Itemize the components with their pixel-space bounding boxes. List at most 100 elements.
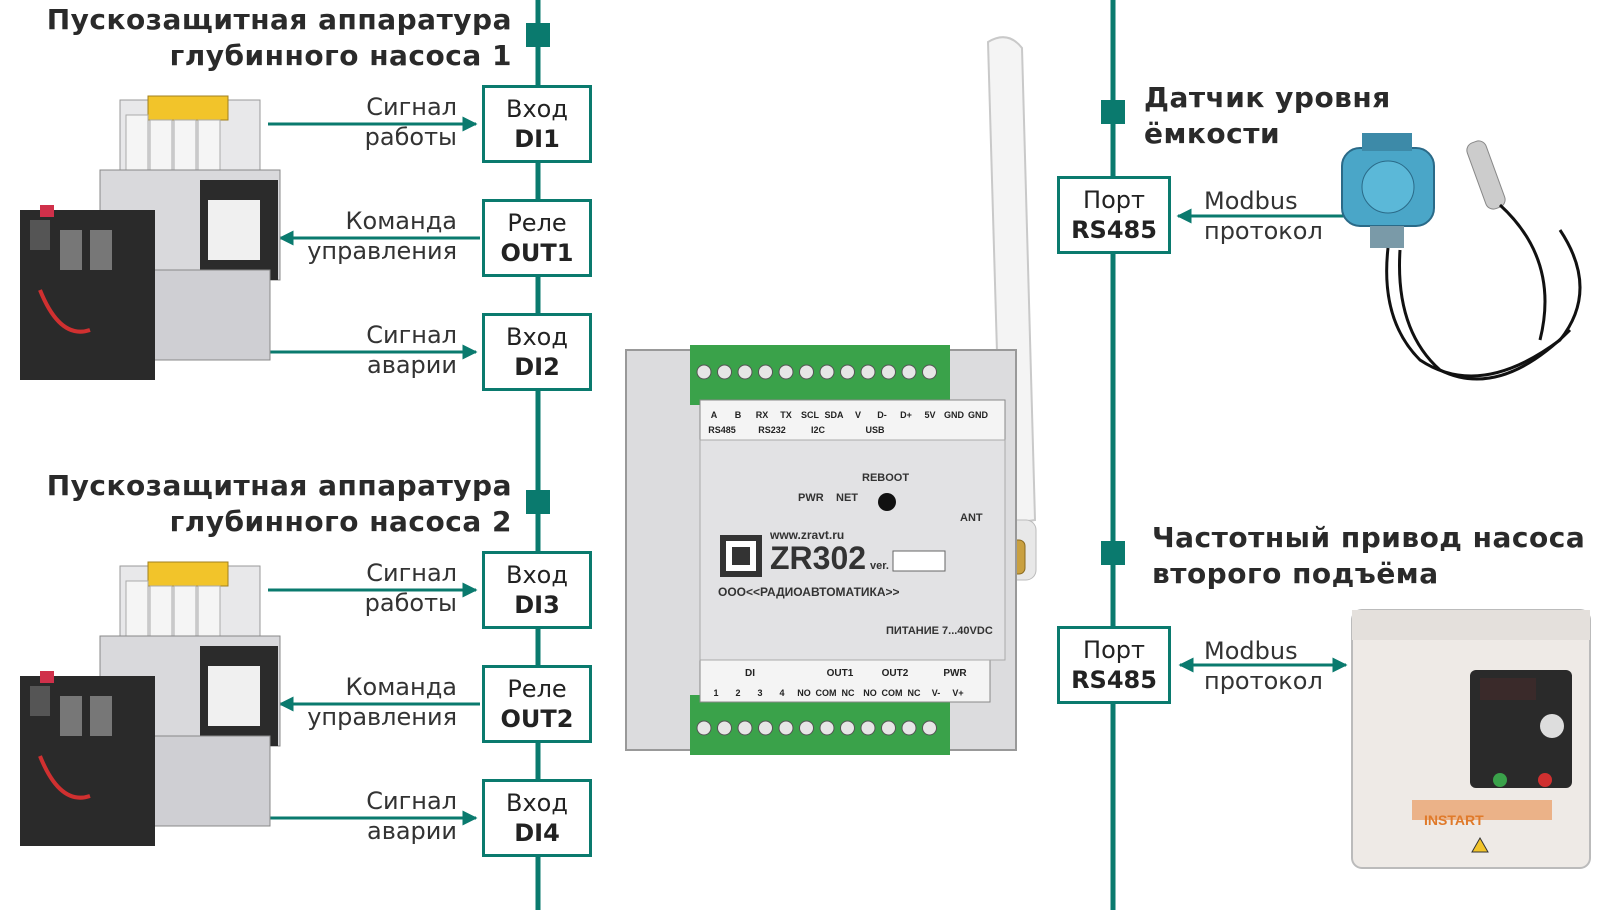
terminal-screw-bottom <box>737 720 753 736</box>
reboot-button <box>878 493 896 511</box>
terminal-screw-bottom <box>778 720 794 736</box>
terminal-pin-label: COM <box>882 688 903 698</box>
terminal-pin-label: GND <box>968 410 989 420</box>
device-reboot-label: REBOOT <box>862 472 910 484</box>
terminal-pin-label: 3 <box>757 688 762 698</box>
contactor-icon-2 <box>20 561 281 846</box>
terminal-screw-bottom <box>881 720 896 736</box>
terminal-pin-label: D+ <box>900 410 912 420</box>
terminal-screws-top <box>696 364 937 380</box>
device-ant-label: ANT <box>960 512 983 524</box>
device-net-led: NET <box>836 492 858 504</box>
terminal-pin-label: V <box>855 410 861 420</box>
terminal-screw-bottom <box>860 720 876 736</box>
terminal-pin-label: NC <box>908 688 921 698</box>
terminal-screw-top <box>778 364 794 380</box>
terminal-screw-top <box>758 364 773 380</box>
bus-node-sensor <box>1101 100 1125 124</box>
terminal-pin-label: V- <box>932 688 941 698</box>
level-sensor-icon <box>1341 133 1582 381</box>
terminal-screw-bottom <box>696 720 712 736</box>
terminal-screw-top <box>799 364 814 380</box>
terminal-pin-label: A <box>711 410 718 420</box>
device-pwr-led: PWR <box>798 492 824 504</box>
terminal-screw-bottom <box>717 720 732 736</box>
terminal-pin-label: B <box>735 410 742 420</box>
terminal-screw-bottom <box>840 720 855 736</box>
terminal-pin-label: COM <box>816 688 837 698</box>
bus-node-pump1 <box>526 23 550 47</box>
terminal-group-label: RS232 <box>758 425 786 435</box>
terminal-group-label: DI <box>745 668 755 679</box>
terminal-screw-top <box>881 364 896 380</box>
drive-brand: INSTART <box>1424 812 1484 828</box>
device-power: ПИТАНИЕ 7...40VDC <box>886 625 993 637</box>
terminal-screw-top <box>819 364 835 380</box>
terminal-screws-bottom <box>696 720 937 736</box>
terminal-group-label: RS485 <box>708 425 736 435</box>
terminal-group-label: OUT1 <box>827 668 854 679</box>
terminal-pin-label: TX <box>780 410 792 420</box>
contactor-icon-1 <box>20 95 281 380</box>
bus-node-drive <box>1101 541 1125 565</box>
terminal-pin-label: 5V <box>924 410 935 420</box>
terminal-pin-label: NO <box>863 688 877 698</box>
terminal-screw-bottom <box>758 720 773 736</box>
terminal-screw-top <box>717 364 732 380</box>
terminal-screw-bottom <box>799 720 814 736</box>
terminal-group-label: USB <box>865 425 885 435</box>
device-maker: ООО<<РАДИОАВТОМАТИКА>> <box>718 585 900 599</box>
terminal-screw-top <box>922 364 937 380</box>
terminal-pin-label: V+ <box>952 688 963 698</box>
terminal-group-label: OUT2 <box>882 668 909 679</box>
terminal-screw-top <box>737 364 753 380</box>
device-ver: ver. <box>870 560 889 572</box>
frequency-drive-icon <box>1351 609 1591 869</box>
terminal-labels-bottom: 1 2 3 4 NO COM NC NO COM NC V- V+ DI OUT1 OUT2 PWR <box>713 668 967 698</box>
terminal-pin-label: NO <box>797 688 811 698</box>
terminal-pin-label: GND <box>944 410 965 420</box>
terminal-group-label: PWR <box>943 668 967 679</box>
terminal-pin-label: 2 <box>735 688 740 698</box>
device-site: www.zravt.ru <box>770 528 845 542</box>
terminal-screw-bottom <box>901 720 917 736</box>
terminal-screw-bottom <box>922 720 937 736</box>
bus-node-pump2 <box>526 490 550 514</box>
terminal-pin-label: RX <box>756 410 769 420</box>
terminal-pin-label: 4 <box>779 688 784 698</box>
terminal-screw-bottom <box>819 720 835 736</box>
terminal-pin-label: 1 <box>713 688 718 698</box>
terminal-pin-label: SCL <box>801 410 820 420</box>
terminal-pin-label: NC <box>842 688 855 698</box>
terminal-pin-label: D- <box>877 410 887 420</box>
terminal-pin-label: SDA <box>824 410 844 420</box>
terminal-screw-top <box>901 364 917 380</box>
terminal-group-label: I2C <box>811 425 826 435</box>
terminal-screw-top <box>696 364 712 380</box>
terminal-screw-top <box>840 364 855 380</box>
